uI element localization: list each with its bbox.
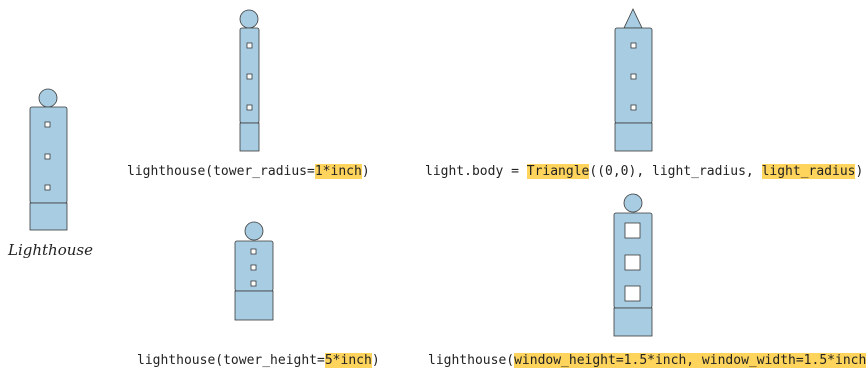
lighthouse-window [630, 42, 637, 49]
lighthouse-base [239, 122, 260, 152]
lighthouse-window [624, 222, 641, 239]
caption-suffix: ) [371, 353, 380, 368]
caption-tower-radius: lighthouse(tower_radius=1*inch) [127, 163, 370, 181]
lighthouse-window [250, 248, 257, 255]
caption-highlight: Triangle [526, 164, 590, 179]
lighthouse-big-windows [613, 193, 653, 337]
lighthouse-light [38, 88, 58, 108]
lighthouse-light-triangle [623, 8, 643, 29]
lighthouse-window [250, 280, 257, 287]
caption-suffix: ) [361, 164, 370, 179]
caption-highlight-2: light_radius [761, 164, 856, 179]
caption-prefix: lighthouse(tower_height= [137, 353, 325, 368]
lighthouse-base [234, 290, 274, 321]
lighthouse-window [44, 184, 51, 191]
caption-prefix: light.body = [425, 164, 527, 179]
lighthouse-light [623, 193, 643, 213]
lighthouse-base [29, 202, 68, 231]
lighthouse-triangle-light [614, 8, 653, 152]
caption-suffix: ) [855, 164, 864, 179]
lighthouse-window [624, 254, 641, 271]
lighthouse-window [630, 73, 637, 80]
caption-tower-height: lighthouse(tower_height=5*inch) [137, 352, 380, 370]
lighthouse-window [630, 104, 637, 111]
caption-highlight: 1*inch [314, 164, 362, 179]
lighthouse-tower-height [234, 221, 274, 321]
lighthouse-window [246, 73, 253, 80]
lighthouse-light [239, 9, 259, 29]
lighthouse-window [250, 264, 257, 271]
lighthouse-base [613, 307, 653, 337]
caption-highlight: window_height=1.5*inch, window_width=1.5… [514, 353, 866, 368]
caption-triangle-light: light.body = Triangle((0,0), light_radiu… [425, 163, 863, 181]
lighthouse-window [44, 121, 51, 128]
caption-middle: ((0,0), light_radius, [589, 164, 762, 179]
lighthouse-window [246, 104, 253, 111]
lighthouse-tower-radius [239, 9, 260, 152]
lighthouse-base [614, 122, 653, 152]
caption-prefix: lighthouse(tower_radius= [127, 164, 315, 179]
lighthouse-default [29, 88, 68, 231]
lighthouse-window [44, 153, 51, 160]
caption-highlight: 5*inch [324, 353, 372, 368]
lighthouse-window [246, 42, 253, 49]
caption-window-size: lighthouse(window_height=1.5*inch, windo… [428, 352, 866, 370]
caption-prefix: lighthouse( [428, 353, 515, 368]
lighthouse-light [244, 221, 264, 241]
lighthouse-window [624, 285, 641, 302]
main-label: Lighthouse [8, 241, 93, 259]
